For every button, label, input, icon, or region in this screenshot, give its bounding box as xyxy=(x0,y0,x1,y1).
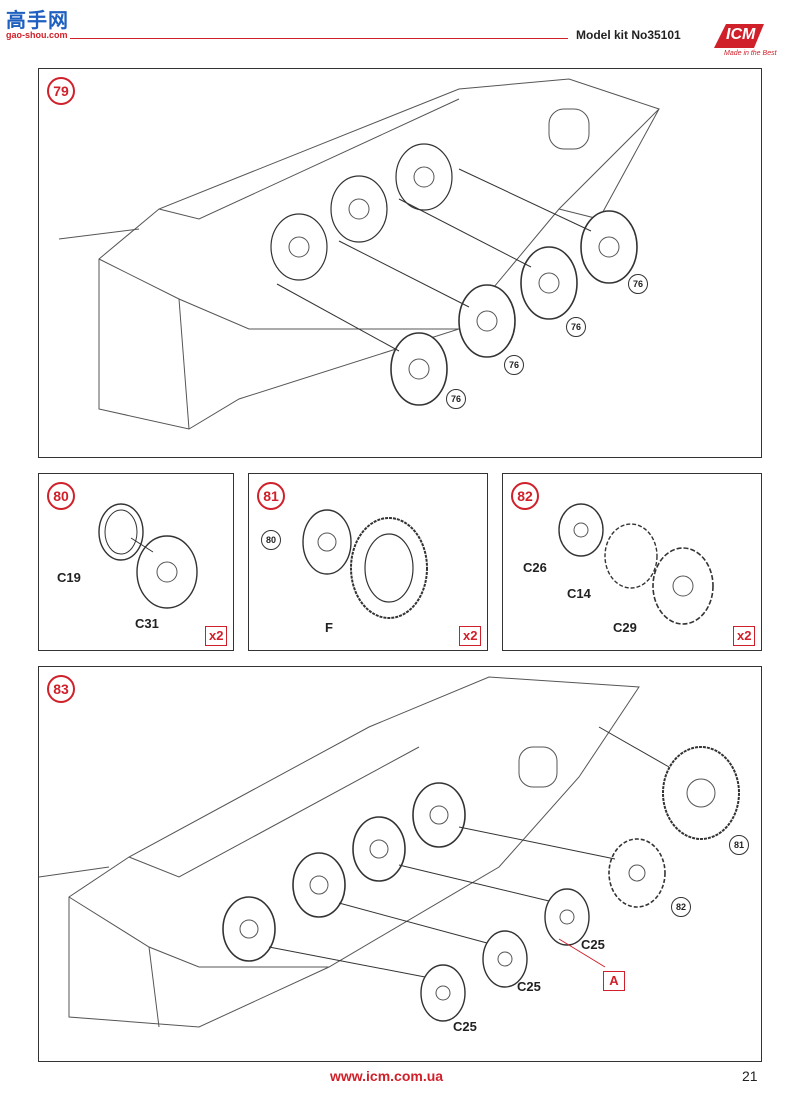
watermark-url: gao-shou.com xyxy=(6,30,68,40)
step-80-panel: 80 C19 C31 x2 xyxy=(38,473,234,651)
watermark-logo: 高手网 gao-shou.com xyxy=(6,4,69,40)
part-c26-label: C26 xyxy=(523,560,547,575)
step-79-badge: 79 xyxy=(47,77,75,105)
step-81-drawing xyxy=(302,509,428,619)
part-c25-label-b: C25 xyxy=(517,979,541,994)
brand-name: ICM xyxy=(726,26,756,43)
step-80-multiplier: x2 xyxy=(205,626,228,646)
callout-a-box: A xyxy=(603,971,625,991)
step-81-multiplier: x2 xyxy=(459,626,482,646)
step-83-drawing xyxy=(39,676,740,1028)
part-c29-label: C29 xyxy=(613,620,637,635)
step-82-panel: 82 C26 C14 C29 x2 xyxy=(502,473,762,651)
part-f-label: F xyxy=(325,620,333,635)
brand-logo-shape xyxy=(714,24,764,48)
model-kit-number: Model kit No35101 xyxy=(576,28,681,42)
step-79-ref-76-a: 76 xyxy=(446,389,466,409)
step-79-ref-76-d: 76 xyxy=(628,274,648,294)
step-83-ref-81: 81 xyxy=(729,835,749,855)
step-82-badge: 82 xyxy=(511,482,539,510)
part-c19-label: C19 xyxy=(57,570,81,585)
step-80-drawing xyxy=(98,503,198,609)
footer-url[interactable]: www.icm.com.ua xyxy=(330,1068,444,1084)
header-rule xyxy=(70,38,568,39)
step-81-panel: 81 80 F x2 xyxy=(248,473,488,651)
page-number: 21 xyxy=(742,1068,758,1084)
step-83-panel: 83 81 82 C25 C25 C25 A xyxy=(38,666,762,1062)
brand-logo: ICM Made in the Best xyxy=(704,18,777,62)
part-c31-label: C31 xyxy=(135,616,159,631)
brand-tagline: Made in the Best xyxy=(724,50,777,57)
step-79-panel: 79 76 76 76 76 xyxy=(38,68,762,458)
step-81-ref-80: 80 xyxy=(261,530,281,550)
part-c14-label: C14 xyxy=(567,586,591,601)
step-83-ref-82: 82 xyxy=(671,897,691,917)
step-79-ref-76-b: 76 xyxy=(504,355,524,375)
watermark-text: 高手网 xyxy=(6,8,69,32)
part-c25-label-c: C25 xyxy=(453,1019,477,1034)
step-82-multiplier: x2 xyxy=(733,626,756,646)
part-c25-label-a: C25 xyxy=(581,937,605,952)
step-82-drawing xyxy=(558,503,714,625)
step-83-badge: 83 xyxy=(47,675,75,703)
step-79-drawing xyxy=(58,78,660,430)
step-81-badge: 81 xyxy=(257,482,285,510)
step-79-ref-76-c: 76 xyxy=(566,317,586,337)
step-80-badge: 80 xyxy=(47,482,75,510)
